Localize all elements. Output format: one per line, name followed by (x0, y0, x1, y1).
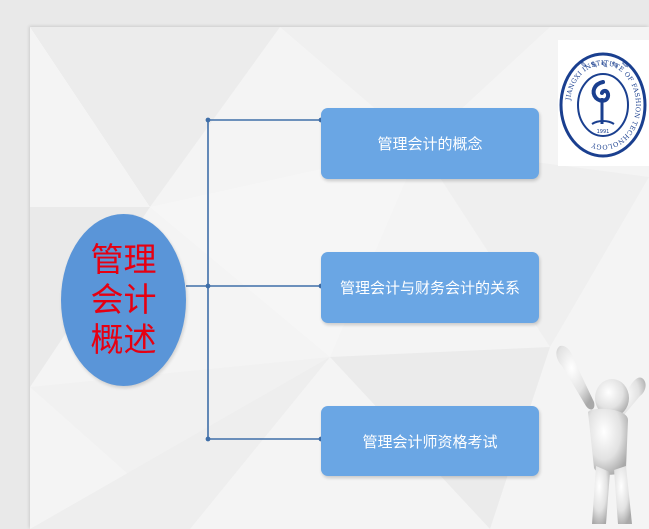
central-topic-node: 管理会计概述 (61, 214, 186, 386)
tree-connector (186, 117, 324, 442)
svg-text:✎ ✎ ✎ ✎ ✎: ✎ ✎ ✎ ✎ ✎ (580, 61, 629, 71)
cheering-person-3d-icon (556, 345, 646, 524)
university-logo: JIANGXI INSTITUTE OF FASHION TECHNOLOGY … (558, 40, 649, 166)
topic-box-concept: 管理会计的概念 (321, 108, 539, 179)
emblem-year: 1991 (597, 129, 610, 135)
slide: 管理会计概述 管理会计的概念 管理会计与财务会计的关系 管理会计师资格考试 JI… (30, 27, 649, 529)
university-emblem-icon: JIANGXI INSTITUTE OF FASHION TECHNOLOGY … (559, 52, 647, 158)
central-topic-label: 管理会计概述 (90, 240, 157, 359)
topic-box-certification: 管理会计师资格考试 (321, 406, 539, 476)
topic-box-relationship: 管理会计与财务会计的关系 (321, 252, 539, 323)
topic-label-relationship: 管理会计与财务会计的关系 (339, 279, 520, 297)
topic-label-concept: 管理会计的概念 (377, 135, 483, 153)
topic-label-certification: 管理会计师资格考试 (362, 432, 498, 451)
